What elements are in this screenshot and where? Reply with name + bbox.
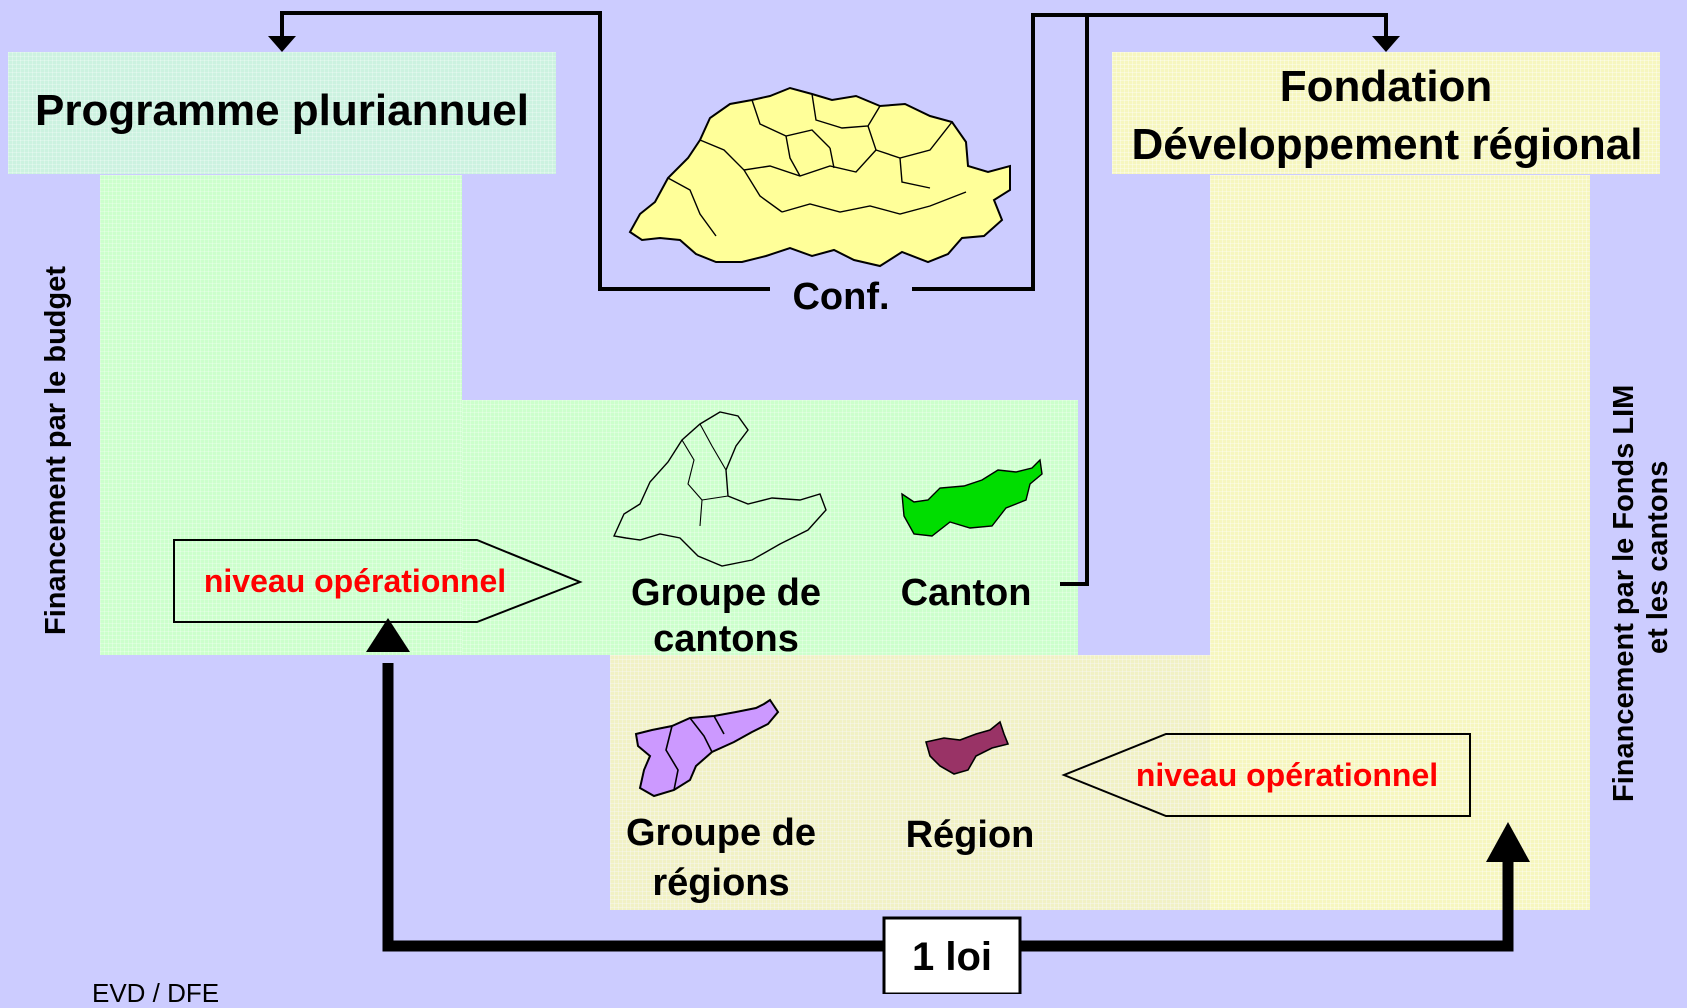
- region-label: Région: [905, 814, 1035, 856]
- region-map-icon: [924, 720, 1010, 775]
- confederation-label: Conf.: [792, 276, 890, 318]
- programme-title: Programme pluriannuel: [35, 86, 529, 135]
- groupe-regions-label-line1: Groupe de: [625, 812, 817, 854]
- switzerland-borders: [667, 93, 967, 237]
- funding-right-label-line1: Financement par le Fonds LIM: [1608, 384, 1640, 802]
- switzerland-map-icon: [628, 86, 1011, 268]
- operational-left-shape: [173, 539, 583, 623]
- fondation-zone-lower: [610, 655, 1565, 910]
- funding-right-label-line2: et les cantons: [1642, 460, 1674, 654]
- operational-right-shape: [1061, 733, 1471, 817]
- law-box: [882, 916, 1022, 994]
- law-label: 1 loi: [911, 935, 993, 979]
- fondation-title-line1: Fondation: [1279, 62, 1493, 111]
- groupe-cantons-map-icon: [612, 411, 827, 567]
- programme-zone-upper: [100, 175, 462, 655]
- programme-title-box: [8, 52, 556, 174]
- groupe-cantons-label-line2: cantons: [653, 618, 799, 660]
- operational-right-label: niveau opérationnel: [1135, 757, 1439, 793]
- funding-left-label: Financement par le budget: [40, 266, 72, 635]
- fondation-title-box: [1112, 52, 1660, 174]
- arrowhead-operational-left: [366, 618, 410, 652]
- groupe-regions-map-icon: [634, 698, 780, 798]
- connector-canton-fondation: [1060, 15, 1089, 586]
- connector-conf-fondation: [912, 13, 1388, 291]
- groupe-cantons-borders: [681, 423, 729, 527]
- law-connector: [382, 663, 1514, 952]
- groupe-regions-borders: [665, 715, 725, 791]
- canton-label: Canton: [900, 572, 1032, 614]
- arrowhead-programme: [268, 36, 296, 52]
- groupe-regions-label-line2: régions: [652, 862, 790, 904]
- canton-map-icon: [901, 458, 1043, 537]
- arrowhead-operational-right: [1486, 822, 1530, 862]
- groupe-cantons-label-line1: Groupe de: [630, 572, 822, 614]
- connector-conf-programme: [280, 11, 770, 291]
- fondation-title-line2: Développement régional: [1131, 120, 1643, 169]
- arrowhead-fondation: [1372, 36, 1400, 52]
- footer-text: EVD / DFE: [92, 978, 220, 1008]
- operational-left-label: niveau opérationnel: [203, 563, 507, 599]
